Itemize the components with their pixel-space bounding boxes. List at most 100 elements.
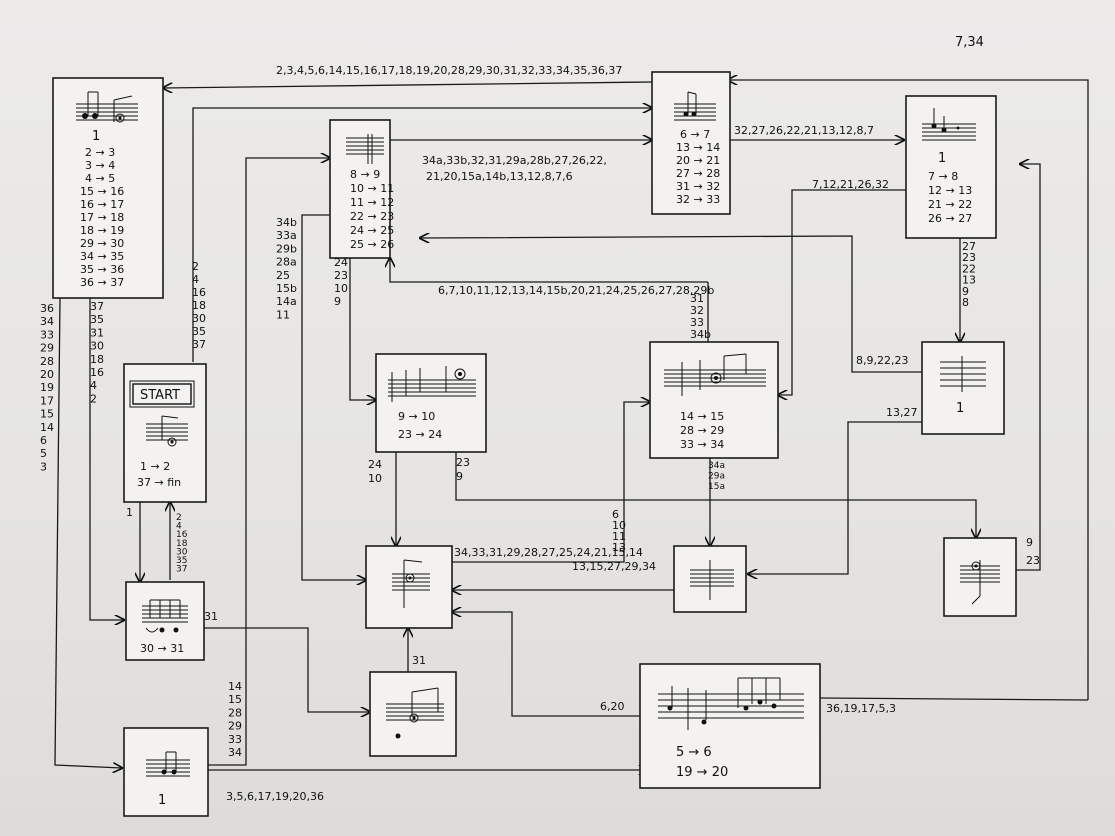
edge-label-item: 15a	[708, 482, 725, 492]
edge-label-item: 3	[40, 460, 47, 473]
transition: 12 → 13	[928, 184, 972, 197]
node-right-mid: 1	[921, 341, 1005, 435]
transition: 30 → 31	[140, 642, 184, 655]
edge-label-item: 34	[40, 315, 54, 328]
edge-label-item: 31	[90, 326, 104, 339]
staff-icon	[388, 366, 476, 402]
transition: 1 → 2	[140, 460, 170, 473]
node-5: 5 → 6 19 → 20	[639, 663, 821, 789]
transition: 17 → 18	[80, 211, 124, 224]
edge-label-item: 37	[192, 338, 206, 351]
edge-label-item: 2	[192, 260, 199, 273]
edge-label-item: 17	[40, 394, 54, 407]
transition: 9 → 10	[398, 410, 435, 423]
transition: 16 → 17	[80, 198, 124, 211]
edge-label-item: 23	[456, 456, 470, 469]
staff-icon	[960, 560, 1000, 605]
corner-note: 7,34	[955, 35, 984, 50]
staff-icon	[346, 134, 384, 164]
edge-label-item: 34	[228, 746, 242, 759]
node-30: 30 → 31	[125, 581, 205, 661]
edge-label-item: 24	[368, 458, 382, 471]
staff-icon	[690, 560, 734, 600]
edge-label-item: 25	[276, 269, 290, 282]
edge-label-n6-n7: 32,27,26,22,21,13,12,8,7	[734, 124, 874, 137]
edge-label-item: 18	[192, 299, 206, 312]
transition: 6 → 7	[680, 128, 710, 141]
transition: 35 → 36	[80, 263, 124, 276]
staff-icon	[658, 677, 804, 730]
transition: 20 → 21	[676, 154, 720, 167]
staff-icon	[674, 91, 716, 121]
edge-labels: 2,3,4,5,6,14,15,16,17,18,19,20,28,29,30,…	[126, 64, 918, 803]
edge-label-item: 18	[176, 539, 188, 549]
edge-label-rmid-left: 8,9,22,23	[856, 354, 908, 367]
edge-label-item: 16	[192, 286, 206, 299]
edge-label-item: 6	[612, 508, 619, 521]
staff-icon	[386, 687, 444, 739]
transition: 11 → 12	[350, 196, 394, 209]
edge-label-item: 9	[962, 285, 969, 298]
node-1-id: 1	[92, 129, 100, 144]
transition: 37 → fin	[137, 476, 181, 489]
node-right-mid-id: 1	[956, 401, 964, 416]
edge-label-n8-n6-a: 34a,33b,32,31,29a,28b,27,26,22,	[422, 154, 607, 167]
edge-label-item: 14	[40, 421, 54, 434]
edge-label-item: 29	[40, 342, 54, 355]
staff-icon	[940, 356, 986, 392]
transition: 26 → 27	[928, 212, 972, 225]
node-1: 1 2 → 3 3 → 4 4 → 5 15 → 16 16 → 17 17 →…	[52, 77, 164, 299]
edge-label-item: 33	[228, 733, 242, 746]
staff-icon	[922, 108, 976, 141]
node-right	[943, 537, 1017, 617]
transition: 7 → 8	[928, 170, 958, 183]
transition: 28 → 29	[680, 424, 724, 437]
edge-label-nsmall-left: 13,15,27,29,34	[572, 560, 656, 573]
transition: 18 → 19	[80, 224, 124, 237]
edge-label-item: 13	[612, 541, 626, 554]
transition: 25 → 26	[350, 238, 394, 251]
staff-icon	[76, 91, 138, 123]
edge-label-n5-right: 36,19,17,5,3	[826, 702, 896, 715]
transition: 10 → 11	[350, 182, 394, 195]
edge-label-item: 9	[456, 470, 463, 483]
edge-label-item: 37	[90, 300, 104, 313]
edge-label-item: 29b	[276, 242, 297, 255]
edge-label-item: 30	[176, 547, 188, 557]
transition: 4 → 5	[85, 172, 115, 185]
staff-icon	[146, 415, 188, 447]
transition: 36 → 37	[80, 276, 124, 289]
edge-label-item: 13	[962, 274, 976, 287]
edge-label-top: 2,3,4,5,6,14,15,16,17,18,19,20,28,29,30,…	[276, 64, 622, 77]
transition: 34 → 35	[80, 250, 124, 263]
edge-label-item: 16	[90, 366, 104, 379]
edge-label-n7-feed: 7,12,21,26,32	[812, 178, 889, 191]
edge-label-item: 15	[40, 408, 54, 421]
edge-label-item: 23	[334, 269, 348, 282]
node-7-id: 1	[938, 151, 946, 166]
transition: 32 → 33	[676, 193, 720, 206]
node-14: 14 → 15 28 → 29 33 → 34	[649, 341, 779, 459]
edge-label-item: 9	[334, 295, 341, 308]
transition: 2 → 3	[85, 146, 115, 159]
staff-icon	[392, 559, 430, 608]
edge-label-item: 31	[690, 292, 704, 305]
edge-label-item: 34b	[690, 328, 711, 341]
edge-label-item: 5	[40, 447, 47, 460]
edge-label-n8-n6-b: 21,20,15a,14b,13,12,8,7,6	[426, 170, 573, 183]
edge-label-item: 36	[40, 302, 54, 315]
transition: 24 → 25	[350, 224, 394, 237]
edge-label-bl-right: 3,5,6,17,19,20,36	[226, 790, 324, 803]
edge-label-item: 8	[962, 296, 969, 309]
transition: 15 → 16	[80, 185, 124, 198]
edge-label-item: 24	[334, 256, 348, 269]
edge-label-center-right: 34,33,31,29,28,27,25,24,21,15,14	[454, 546, 643, 559]
edge-label-item: 28a	[276, 256, 297, 269]
staff-icon	[146, 751, 190, 777]
edge-label-item: 28	[40, 355, 54, 368]
transition: 14 → 15	[680, 410, 724, 423]
staff-icon	[142, 599, 188, 633]
edge-label-item: 18	[90, 353, 104, 366]
edge-label-item: 4	[90, 379, 97, 392]
